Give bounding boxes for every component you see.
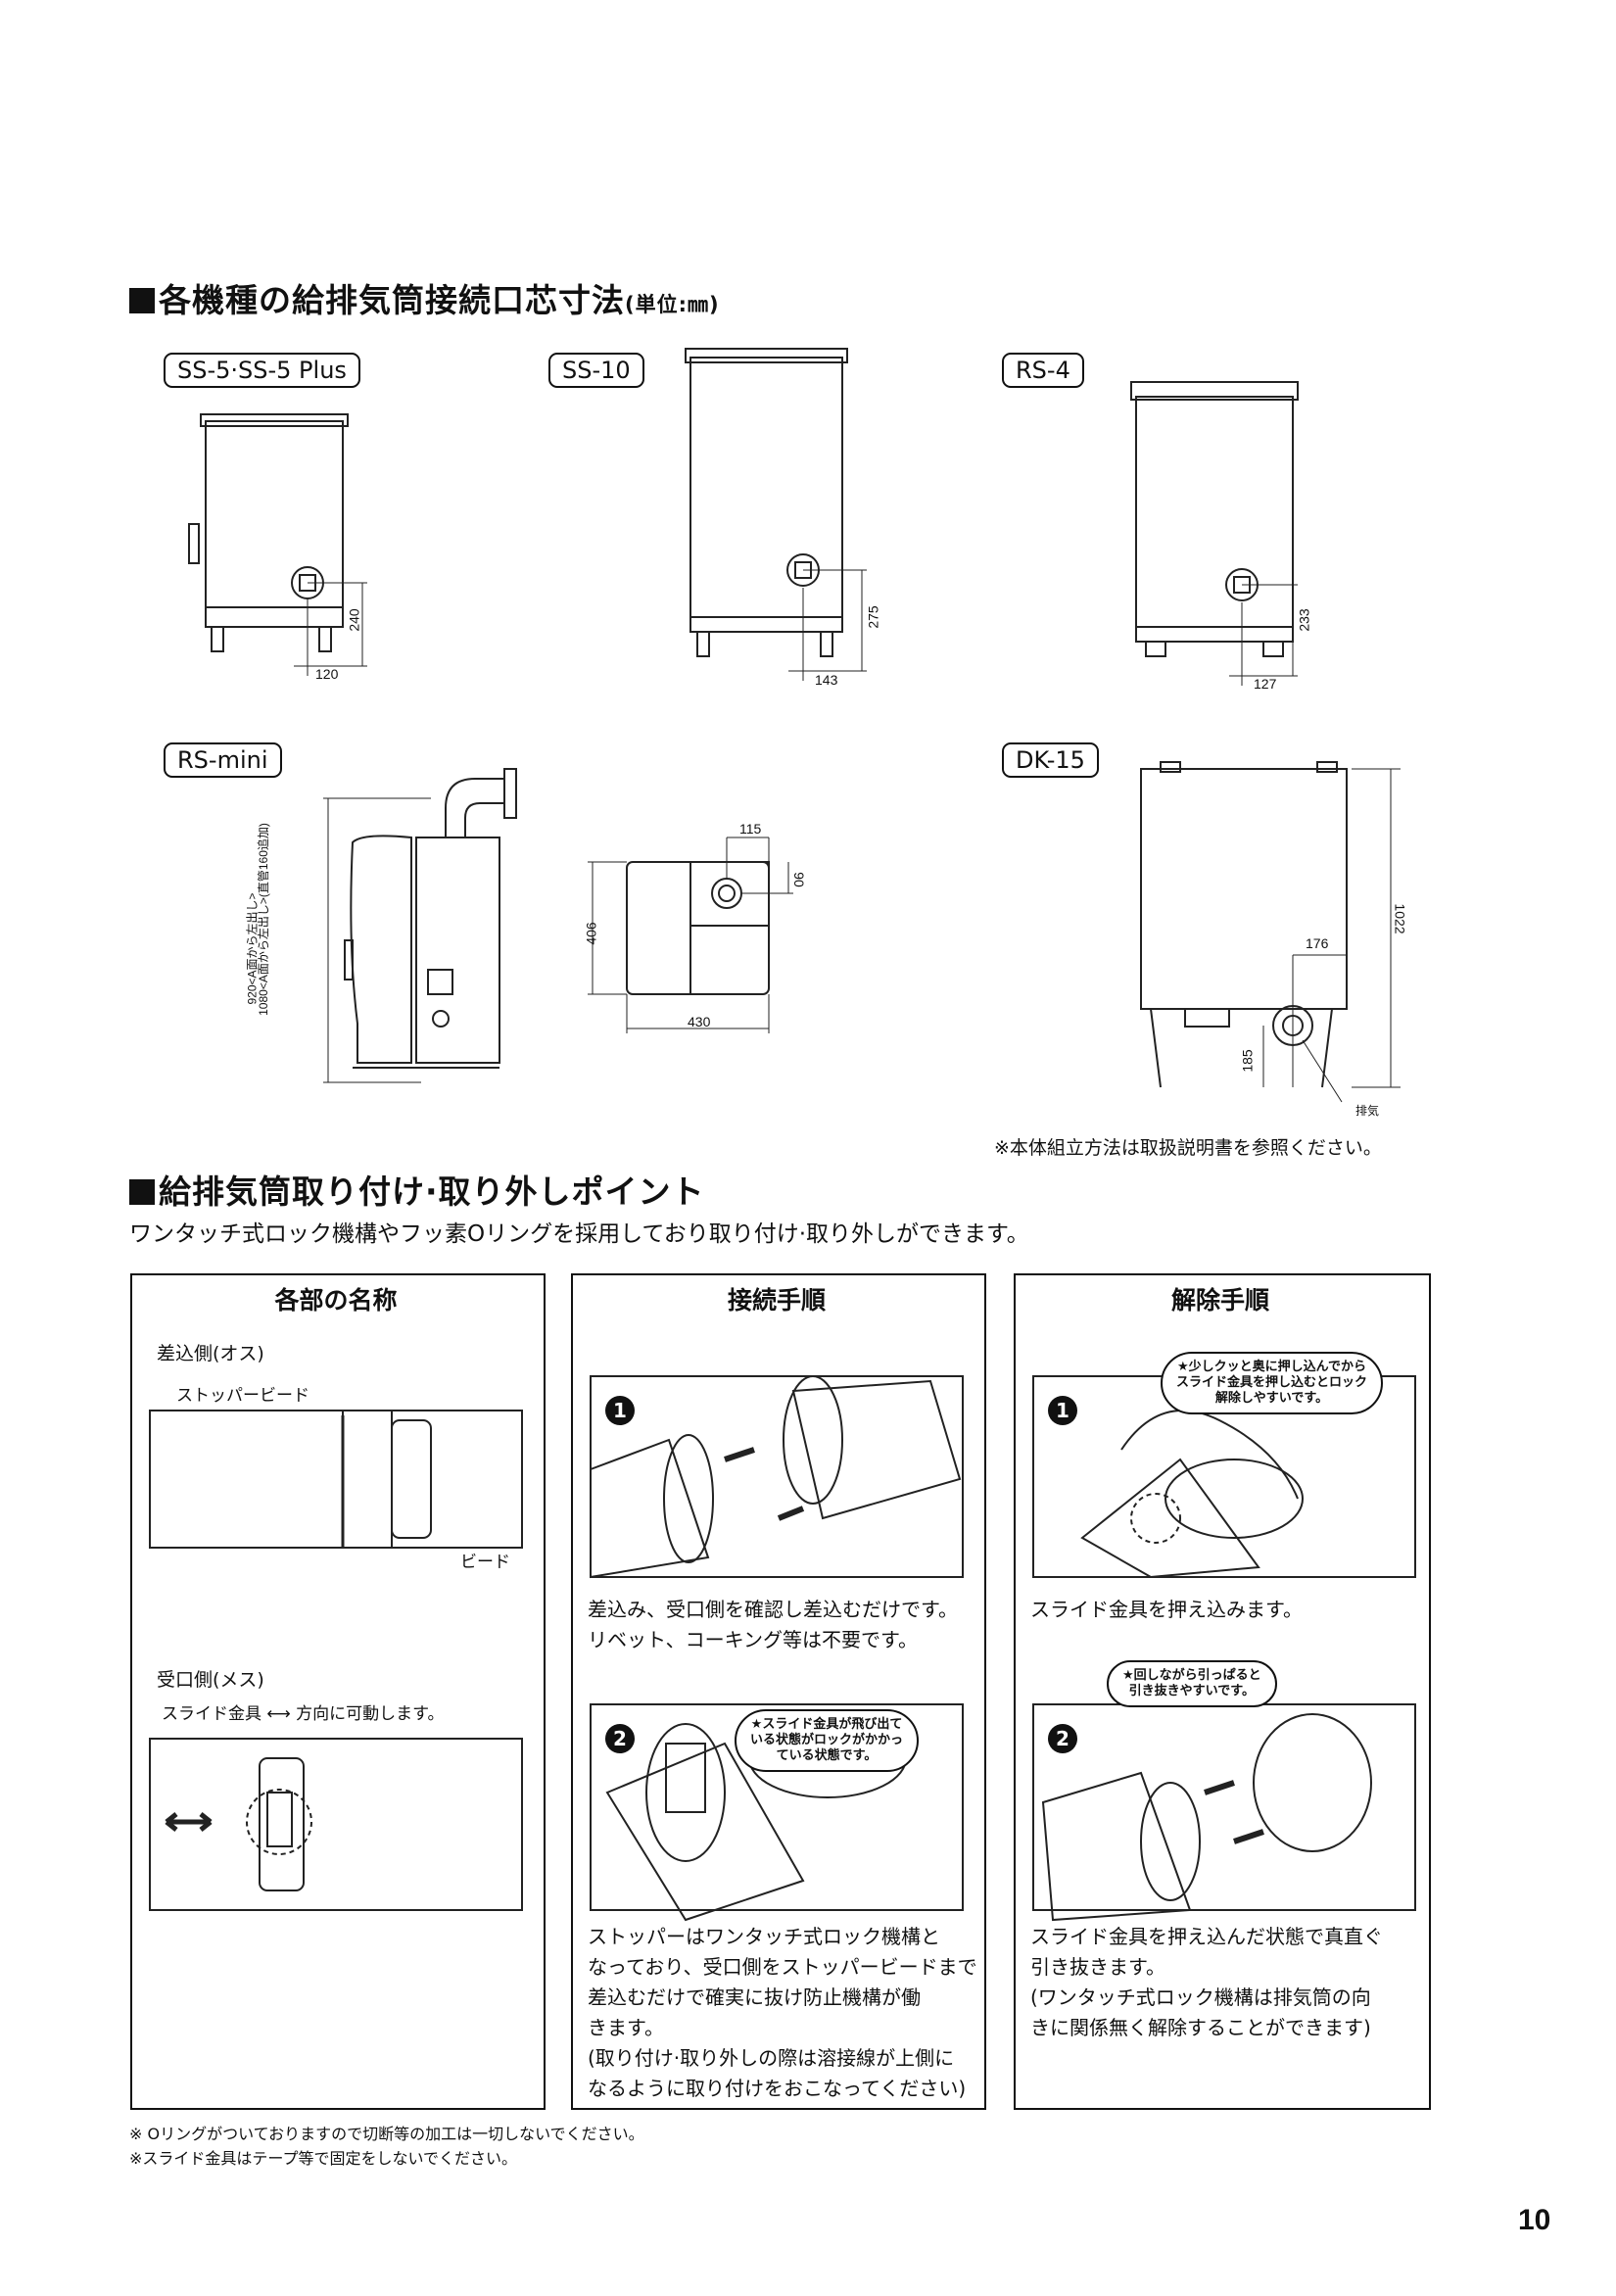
- model-label-ss5: SS-5·SS-5 Plus: [164, 353, 360, 388]
- slide-move-label: スライド金具 ⟷ 方向に可動します。: [162, 1704, 445, 1724]
- section1-title: 各機種の給排気筒接続口芯寸法(単位:㎜): [129, 274, 720, 321]
- model-label-rs4: RS-4: [1002, 353, 1084, 388]
- panel-parts-title: 各部の名称: [274, 1286, 398, 1315]
- rsmini-side-drawing: [323, 768, 517, 1083]
- ss10-heater-drawing: [685, 348, 867, 681]
- rs4-dim-width: 127: [1254, 676, 1277, 692]
- ss5-heater-drawing: [188, 413, 367, 676]
- step2-number-icon: 2: [1048, 1724, 1077, 1753]
- female-pipe-drawing: [149, 1738, 523, 1911]
- ss5-dim-width: 120: [315, 666, 339, 682]
- dk15-dim-low: 185: [1239, 1049, 1256, 1073]
- release-step2-text: スライド金具を押え込んだ状態で真直ぐ 引き抜きます。 (ワンタッチ式ロック機構は…: [1030, 1925, 1383, 2039]
- dk15-dim-height: 1022: [1392, 903, 1408, 934]
- section2-subtitle: ワンタッチ式ロック機構やフッ素Oリングを採用しており取り付け·取り外しができます…: [129, 1221, 1029, 1247]
- connect-step2-drawing: [590, 1703, 964, 1922]
- step1-number-icon: 1: [605, 1396, 635, 1425]
- release-step1-text: スライド金具を押え込みます。: [1030, 1598, 1303, 1621]
- connect-step2-text: ストッパーはワンタッチ式ロック機構と なっており、受口側をストッパービードまで …: [588, 1925, 977, 2100]
- rsmini-dim-width: 430: [688, 1014, 711, 1029]
- dk15-heater-drawing: [1140, 761, 1401, 1103]
- footnote-slide: ※スライド金具はテープ等で固定をしないでください。: [129, 2149, 517, 2168]
- page-number: 10: [1518, 2204, 1551, 2236]
- black-square-icon: [129, 1179, 155, 1205]
- unit-label: (単位:㎜): [625, 293, 720, 316]
- black-square-icon: [129, 288, 155, 313]
- ss10-dim-height: 275: [865, 605, 881, 629]
- rsmini-dim-vertical: 90: [790, 872, 807, 887]
- model-label-ss10: SS-10: [548, 353, 644, 388]
- release-step1-bubble: ★少しクッと奥に押し込んでから スライド金具を押し込むとロック 解除しやすいです…: [1161, 1352, 1384, 1414]
- model-label-rsmini: RS-mini: [164, 742, 282, 778]
- dk15-dim-width: 176: [1306, 935, 1329, 951]
- panel-release: [1014, 1273, 1431, 2110]
- bead-label: ビード: [460, 1553, 510, 1572]
- rsmini-top-drawing: [588, 837, 793, 1033]
- female-side-label: 受口側(メス): [157, 1669, 264, 1691]
- model-label-dk15: DK-15: [1002, 742, 1099, 778]
- step2-number-icon: 2: [605, 1724, 635, 1753]
- dk15-exhaust-label: 排気: [1355, 1104, 1380, 1118]
- release-step1-drawing: [1032, 1375, 1416, 1579]
- rsmini-dim-top: 115: [739, 821, 762, 837]
- ss10-dim-width: 143: [815, 672, 838, 688]
- male-pipe-drawing: [149, 1410, 523, 1549]
- step1-number-icon: 1: [1048, 1396, 1077, 1425]
- panel-parts: [130, 1273, 546, 2110]
- male-side-label: 差込側(オス): [157, 1343, 264, 1364]
- panel-connect-title: 接続手順: [727, 1286, 826, 1315]
- panel-release-title: 解除手順: [1170, 1286, 1269, 1315]
- rsmini-dim-side2: 920<A面から左出し>: [245, 892, 260, 1005]
- connect-step1-drawing: [590, 1375, 964, 1579]
- ss5-dim-height: 240: [346, 608, 362, 632]
- rs4-dim-height: 233: [1296, 608, 1312, 632]
- rs4-heater-drawing: [1130, 381, 1299, 686]
- release-step2-bubble: ★回しながら引っぱると 引き抜きやすいです。: [1107, 1660, 1277, 1707]
- connect-step2-bubble: ★スライド金具が飛び出て いる状態がロックがかかっ ている状態です。: [735, 1709, 920, 1772]
- rsmini-dim-height: 406: [583, 922, 599, 945]
- section2-title: 給排気筒取り付け·取り外しポイント: [129, 1166, 705, 1213]
- footnote-oring: ※ Oリングがついておりますので切断等の加工は一切しないでください。: [129, 2125, 644, 2143]
- connect-step1-text: 差込み、受口側を確認し差込むだけです。 リベット、コーキング等は不要です。: [588, 1598, 958, 1651]
- panel-connect: [571, 1273, 986, 2110]
- stopper-bead-label: ストッパービード: [176, 1386, 309, 1406]
- assembly-note: ※本体組立方法は取扱説明書を参照ください。: [994, 1137, 1382, 1159]
- release-step2-drawing: [1032, 1703, 1416, 1922]
